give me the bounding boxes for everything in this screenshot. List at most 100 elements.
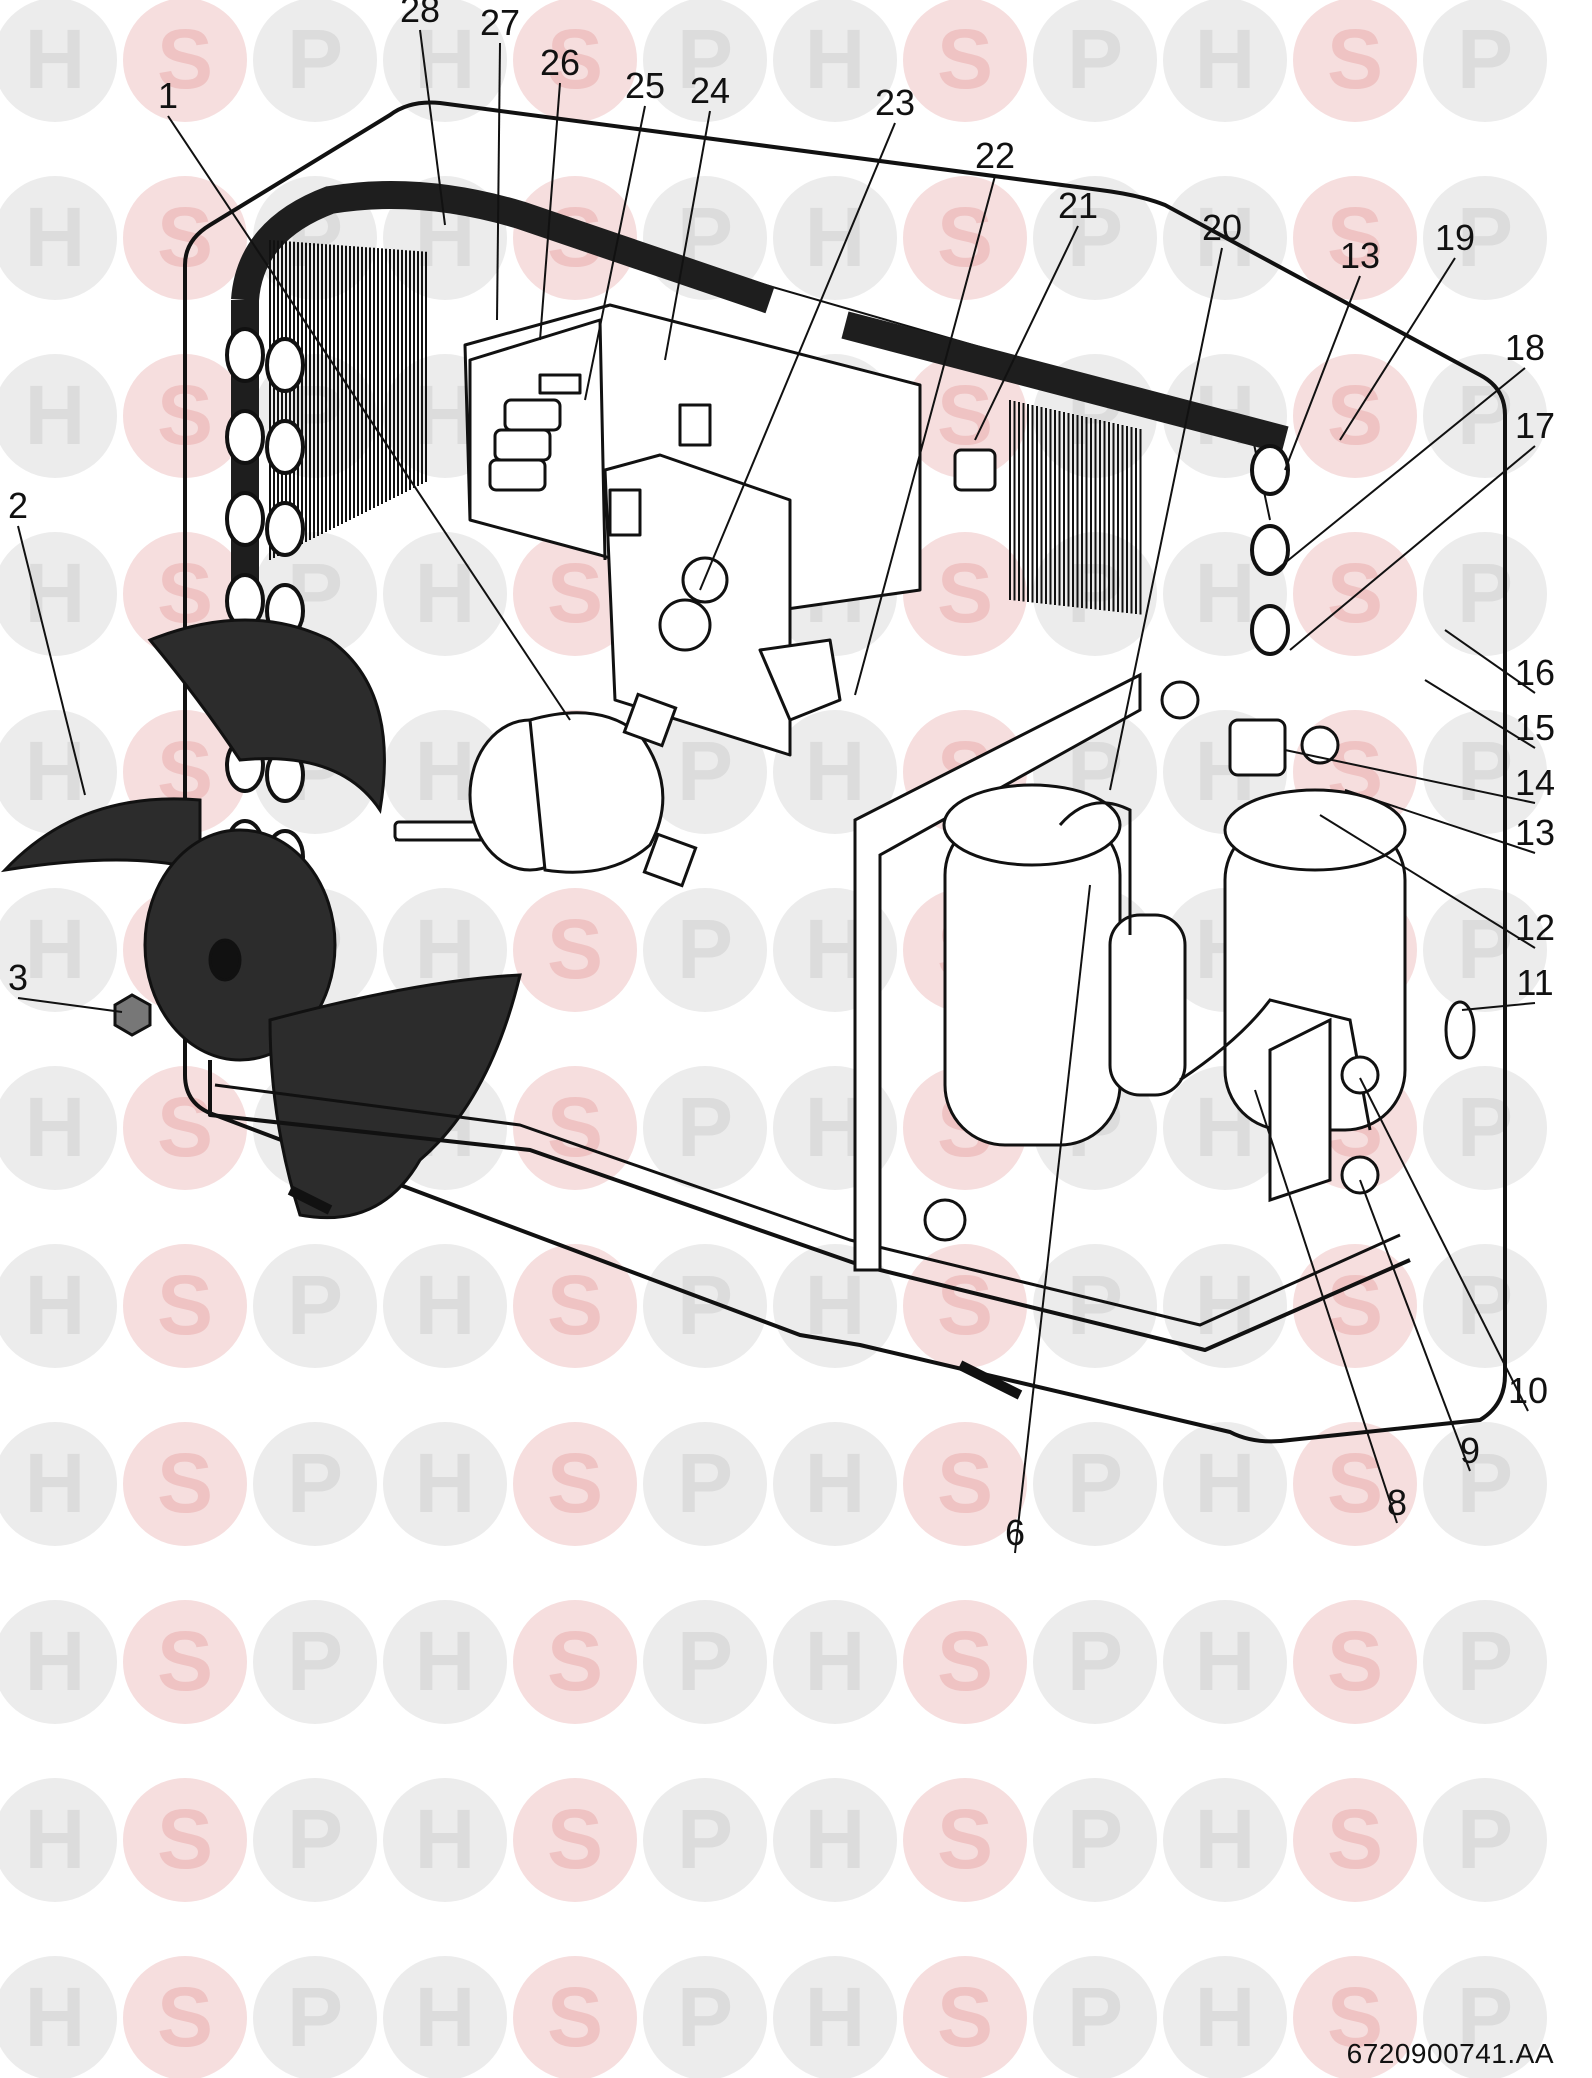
watermark-letter: S (547, 1258, 603, 1352)
watermark-letter: H (25, 190, 86, 284)
watermark-circle (253, 1956, 377, 2078)
watermark-letter: P (677, 1792, 733, 1886)
callout-leader-23 (699, 122, 896, 591)
callout-leader-1 (167, 115, 571, 721)
callout-21: 21 (1058, 185, 1098, 226)
watermark-circle (123, 1066, 247, 1190)
watermark-circle (1293, 532, 1417, 656)
watermark-circle (643, 1066, 767, 1190)
watermark-letter: S (547, 1792, 603, 1886)
watermark-letter: P (287, 1258, 343, 1352)
watermark-letter: S (547, 546, 603, 640)
watermark-letter: S (157, 12, 213, 106)
watermark-circle (513, 1066, 637, 1190)
watermark-letter: H (415, 12, 476, 106)
watermark-circle (1163, 1778, 1287, 1902)
watermark-circle (1293, 176, 1417, 300)
coil-return-bend (1250, 524, 1290, 576)
watermark-letter: H (1195, 1614, 1256, 1708)
callout-10: 10 (1508, 1370, 1548, 1411)
watermark-letter: H (805, 1792, 866, 1886)
watermark-letter: S (937, 1792, 993, 1886)
watermark-circle (1033, 1600, 1157, 1724)
callout-leader-14 (1284, 749, 1536, 804)
callout-20: 20 (1202, 207, 1242, 248)
watermark-letter: P (1067, 1436, 1123, 1530)
watermark-letter: S (1327, 1614, 1383, 1708)
watermark-letter: P (287, 1970, 343, 2064)
watermark-letter: H (415, 546, 476, 640)
callout-14: 14 (1515, 762, 1555, 803)
watermark-circle (1423, 1422, 1547, 1546)
watermark-circle (513, 0, 637, 122)
watermark-letter: P (1067, 1970, 1123, 2064)
coil-return-bend (1250, 604, 1290, 656)
watermark-circle (383, 1422, 507, 1546)
watermark-letter: P (1457, 1970, 1513, 2064)
watermark-circle (1033, 1244, 1157, 1368)
watermark-letter: P (1457, 1436, 1513, 1530)
watermark-circle (0, 1422, 117, 1546)
watermark-circle (123, 1422, 247, 1546)
watermark-circle (0, 354, 117, 478)
callout-leader-10 (1359, 1077, 1529, 1412)
callout-2: 2 (8, 485, 28, 526)
callout-24: 24 (690, 70, 730, 111)
callout-27: 27 (480, 2, 520, 43)
callout-3: 3 (8, 957, 28, 998)
callout-1: 1 (158, 75, 178, 116)
watermark-circle (1423, 710, 1547, 834)
watermark-circle (1423, 1778, 1547, 1902)
watermark-circle (643, 888, 767, 1012)
watermark-circle (0, 1600, 117, 1724)
callout-19: 19 (1435, 217, 1475, 258)
callout-26: 26 (540, 42, 580, 83)
callout-13a: 13 (1340, 235, 1380, 276)
watermark-circle (773, 176, 897, 300)
watermark-letter: H (1195, 1792, 1256, 1886)
watermark-circle (1033, 1422, 1157, 1546)
watermark-circle (123, 1778, 247, 1902)
watermark-letter: S (157, 1792, 213, 1886)
watermark-circle (643, 1422, 767, 1546)
callout-11: 11 (1516, 962, 1553, 1003)
watermark-circle (1423, 1600, 1547, 1724)
watermark-letter: H (415, 1970, 476, 2064)
watermark-circle (643, 1956, 767, 2078)
watermark-letter: S (1327, 546, 1383, 640)
watermark-circle (1163, 1422, 1287, 1546)
control-pcb-assembly (463, 303, 997, 757)
watermark-circle (0, 1956, 117, 2078)
coil-return-bend (265, 337, 305, 393)
watermark-letter: H (1195, 1970, 1256, 2064)
coil-return-bend (225, 327, 265, 383)
fan-blade (0, 618, 522, 1220)
callout-25: 25 (625, 65, 665, 106)
watermark-letter: P (287, 1792, 343, 1886)
watermark-circle (1423, 888, 1547, 1012)
watermark-letter: H (25, 368, 86, 462)
callout-15: 15 (1515, 707, 1555, 748)
watermark-letter: S (937, 1436, 993, 1530)
watermark-circle (513, 532, 637, 656)
coil-return-bend (225, 409, 265, 465)
watermark-letter: H (805, 12, 866, 106)
watermark-circle (253, 1244, 377, 1368)
watermark-letter: S (547, 12, 603, 106)
watermark-letter: H (805, 1970, 866, 2064)
watermark-letter: P (677, 724, 733, 818)
watermark-circle (1293, 0, 1417, 122)
watermark-circle (643, 1600, 767, 1724)
watermark-circle (773, 1422, 897, 1546)
watermark-circle (0, 710, 117, 834)
callout-leader-16 (1444, 629, 1536, 694)
compressor-assembly (853, 672, 1476, 1272)
watermark-circle (773, 1956, 897, 2078)
watermark-circle (1293, 1600, 1417, 1724)
watermark-circle (1033, 0, 1157, 122)
base-tray (208, 1060, 1411, 1400)
watermark-letter: P (677, 902, 733, 996)
callout-leader-22 (854, 175, 996, 696)
